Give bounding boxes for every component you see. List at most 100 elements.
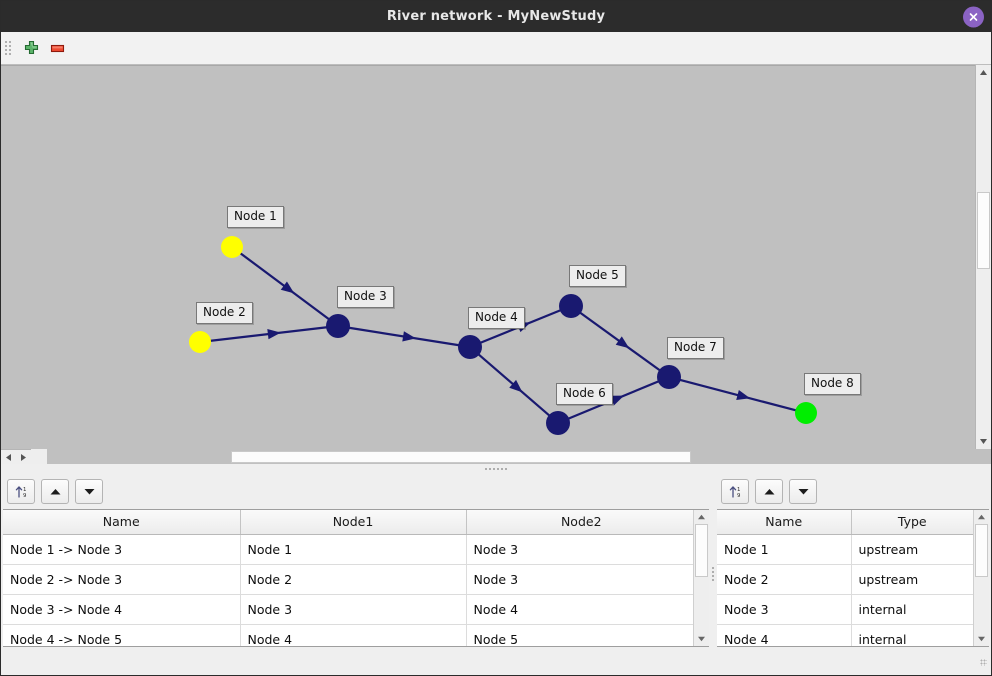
scroll-up-button[interactable] xyxy=(976,65,991,80)
toolbar-drag-handle[interactable] xyxy=(5,38,12,58)
node-vscroll-thumb[interactable] xyxy=(975,524,988,577)
vertical-split-handle[interactable] xyxy=(1,464,991,473)
table-cell[interactable]: Node 4 xyxy=(466,594,693,625)
graph-node-label[interactable]: Node 4 xyxy=(468,307,525,329)
graph-node-node-6[interactable] xyxy=(546,411,570,435)
svg-text:1: 1 xyxy=(23,487,26,493)
close-button[interactable] xyxy=(963,6,984,27)
table-cell[interactable]: Node 1 xyxy=(717,534,852,565)
table-cell[interactable]: Node 3 -> Node 4 xyxy=(3,594,241,625)
table-cell[interactable]: Node 3 xyxy=(466,564,693,595)
canvas-vertical-scrollbar[interactable] xyxy=(975,65,991,449)
graph-node-label[interactable]: Node 2 xyxy=(196,302,253,324)
node-move-down-button[interactable] xyxy=(789,478,817,504)
node-table-vertical-scrollbar[interactable] xyxy=(973,510,989,646)
graph-node-node-7[interactable] xyxy=(657,365,681,389)
canvas-vscroll-track[interactable] xyxy=(976,80,991,434)
table-cell[interactable]: upstream xyxy=(851,534,973,565)
table-cell[interactable]: Node 1 xyxy=(240,534,467,565)
graph-node-node-5[interactable] xyxy=(559,294,583,318)
graph-node-label[interactable]: Node 6 xyxy=(556,383,613,405)
table-cell[interactable]: Node 1 -> Node 3 xyxy=(3,534,241,565)
node-pane-statusbar xyxy=(715,647,991,675)
scroll-right-button[interactable] xyxy=(16,450,31,464)
table-cell[interactable]: Node 2 xyxy=(717,564,852,595)
horizontal-split-handle[interactable] xyxy=(711,473,715,675)
table-cell[interactable]: Node 4 xyxy=(240,624,467,646)
table-cell[interactable]: internal xyxy=(851,594,973,625)
table-cell[interactable]: Node 3 xyxy=(717,594,852,625)
svg-text:9: 9 xyxy=(23,493,27,499)
table-cell[interactable]: internal xyxy=(851,624,973,646)
branch-scroll-up-button[interactable] xyxy=(694,510,709,524)
canvas-hscroll-thumb[interactable] xyxy=(231,451,691,463)
node-scroll-up-button[interactable] xyxy=(974,510,989,524)
network-graph-canvas[interactable]: Node 1 Node 2 Node 3 Node 4 Node 5 Node 6 Node… xyxy=(1,65,975,449)
edge-arrow-icon xyxy=(280,281,295,294)
branch-vscroll-track[interactable] xyxy=(694,524,709,632)
table-cell[interactable]: upstream xyxy=(851,564,973,595)
table-cell[interactable]: Node 2 xyxy=(240,564,467,595)
sort-ascending-icon: 1 9 xyxy=(15,485,27,499)
column-header-name[interactable]: Name xyxy=(717,510,852,535)
add-node-button[interactable] xyxy=(18,35,44,61)
table-cell[interactable]: Node 4 -> Node 5 xyxy=(3,624,241,646)
column-header-type[interactable]: Type xyxy=(851,510,973,535)
edge-arrow-icon xyxy=(267,328,281,340)
node-move-up-button[interactable] xyxy=(755,478,783,504)
branch-move-down-button[interactable] xyxy=(75,478,103,504)
canvas-vscroll-thumb[interactable] xyxy=(977,192,990,269)
graph-node-label[interactable]: Node 1 xyxy=(227,206,284,228)
node-scroll-down-button[interactable] xyxy=(974,632,989,646)
column-header-name[interactable]: Name xyxy=(3,510,241,535)
chevron-left-icon xyxy=(6,453,11,461)
graph-node-node-1[interactable] xyxy=(221,236,243,258)
branch-table-pane: 1 9 xyxy=(1,473,711,675)
graph-node-node-8[interactable] xyxy=(795,402,817,424)
branch-move-up-button[interactable] xyxy=(41,478,69,504)
network-canvas-panel: Node 1 Node 2 Node 3 Node 4 Node 5 Node 6 Node… xyxy=(1,65,991,464)
canvas-horizontal-scrollbar[interactable] xyxy=(1,449,691,464)
table-cell[interactable]: Node 5 xyxy=(466,624,693,646)
branch-vscroll-thumb[interactable] xyxy=(695,524,708,577)
chevron-up-icon xyxy=(978,514,985,520)
column-header-node1[interactable]: Node1 xyxy=(240,510,467,535)
scroll-down-button[interactable] xyxy=(976,434,991,449)
graph-node-label[interactable]: Node 7 xyxy=(667,337,724,359)
column-header-node2[interactable]: Node2 xyxy=(466,510,693,535)
table-cell[interactable]: Node 3 xyxy=(240,594,467,625)
arrow-down-icon xyxy=(798,488,808,494)
branch-sort-button[interactable]: 1 9 xyxy=(7,478,35,504)
graph-node-label[interactable]: Node 5 xyxy=(569,265,626,287)
table-cell[interactable]: Node 2 -> Node 3 xyxy=(3,564,241,595)
table-cell[interactable]: Node 3 xyxy=(466,534,693,565)
graph-node-node-2[interactable] xyxy=(189,331,211,353)
network-graph-svg xyxy=(189,236,817,435)
scroll-left-button[interactable] xyxy=(1,450,16,464)
graph-node-node-3[interactable] xyxy=(326,314,350,338)
node-table-toolbar: 1 9 xyxy=(715,473,991,509)
graph-node-label[interactable]: Node 8 xyxy=(804,373,861,395)
node-vscroll-track[interactable] xyxy=(974,524,989,632)
table-cell[interactable]: Node 4 xyxy=(717,624,852,646)
branch-table-vertical-scrollbar[interactable] xyxy=(693,510,709,646)
remove-node-button[interactable] xyxy=(44,35,70,61)
branch-scroll-down-button[interactable] xyxy=(694,632,709,646)
resize-grip[interactable] xyxy=(980,659,987,666)
graph-node-label[interactable]: Node 3 xyxy=(337,286,394,308)
tables-area: 1 9 xyxy=(1,473,991,675)
node-sort-button[interactable]: 1 9 xyxy=(721,478,749,504)
graph-node-node-4[interactable] xyxy=(458,335,482,359)
